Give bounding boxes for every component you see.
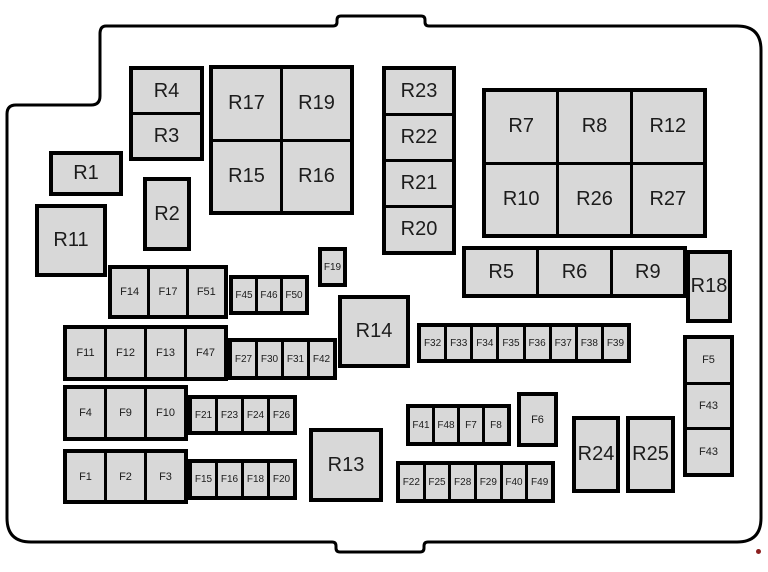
fuse-F22: F22: [400, 465, 423, 499]
fuse-F14: F14: [112, 269, 148, 315]
fuse-F47: F47: [187, 329, 224, 377]
fuse-F2: F2: [107, 453, 144, 500]
fuse-row-f1-f3: F1 F2 F3: [63, 449, 188, 504]
fuse-F23: F23: [218, 399, 241, 431]
relay-R22: R22: [386, 116, 452, 159]
fuse-F33: F33: [447, 327, 471, 359]
fuse-F20: F20: [270, 463, 293, 496]
fuse-F16: F16: [218, 463, 241, 496]
fuse-F13: F13: [147, 329, 184, 377]
fuse-F1: F1: [67, 453, 104, 500]
relay-R23: R23: [386, 70, 452, 113]
fuse-F19: F19: [318, 247, 347, 287]
relay-R15: R15: [213, 141, 280, 211]
relay-R6: R6: [539, 250, 610, 294]
relay-R9: R9: [612, 250, 683, 294]
relay-R3: R3: [133, 115, 200, 157]
fuse-F51: F51: [188, 269, 224, 315]
fuse-F46: F46: [258, 279, 280, 311]
fuse-F6: F6: [517, 392, 558, 447]
relay-block-r17-r16: R17 R19 R15 R16: [209, 65, 354, 215]
fuse-F17: F17: [150, 269, 186, 315]
fuse-F3: F3: [147, 453, 184, 500]
relay-R1: R1: [49, 151, 123, 196]
relay-R20: R20: [386, 208, 452, 251]
relay-R25: R25: [626, 416, 675, 493]
relay-R2: R2: [143, 177, 191, 251]
fuse-F12: F12: [107, 329, 144, 377]
relay-R24: R24: [572, 416, 620, 493]
relay-R19: R19: [283, 69, 350, 139]
fuse-F43-a: F43: [687, 384, 730, 428]
fuse-F42: F42: [310, 342, 333, 376]
red-marker-dot: [756, 549, 761, 554]
relay-R8: R8: [559, 92, 630, 162]
fuse-F4: F4: [67, 389, 104, 437]
fuse-F40: F40: [502, 465, 526, 499]
fuse-F48: F48: [435, 408, 457, 442]
relay-row-r5-r9: R5 R6 R9: [462, 246, 687, 298]
fuse-row-f21-f26: F21 F23 F24 F26: [188, 395, 297, 435]
fuse-F9: F9: [107, 389, 144, 437]
fuse-F24: F24: [244, 399, 267, 431]
fuse-F41: F41: [410, 408, 432, 442]
relay-R7: R7: [486, 92, 557, 162]
relay-R10: R10: [486, 164, 557, 234]
relay-column-r23-r20: R23 R22 R21 R20: [382, 66, 456, 255]
fuse-F7: F7: [460, 408, 482, 442]
fuse-F28: F28: [451, 465, 474, 499]
fuse-row-f32-f39: F32 F33 F34 F35 F36 F37 F38 F39: [417, 323, 631, 363]
relay-block-r4-r3: R4 R3: [129, 66, 204, 161]
relay-R16: R16: [283, 141, 350, 211]
fuse-row-f41-f8: F41 F48 F7 F8: [406, 404, 511, 446]
fuse-F25: F25: [425, 465, 449, 499]
fuse-F30: F30: [258, 342, 281, 376]
relay-R17: R17: [213, 69, 280, 139]
fuse-F15: F15: [192, 463, 215, 496]
relay-R18: R18: [686, 250, 732, 323]
fuse-F49: F49: [528, 465, 551, 499]
fuse-F8: F8: [485, 408, 507, 442]
fuse-row-f11-f47: F11 F12 F13 F47: [63, 325, 228, 381]
relay-R21: R21: [386, 162, 452, 205]
fuse-F27: F27: [232, 342, 255, 376]
fuse-F5: F5: [687, 339, 730, 382]
fuse-row-f22-f49: F22 F25 F28 F29 F40 F49: [396, 461, 555, 503]
fuse-F50: F50: [283, 279, 305, 311]
relay-block-r7-r27: R7 R8 R12 R10 R26 R27: [482, 88, 707, 238]
fuse-F32: F32: [421, 327, 445, 359]
fuse-F45: F45: [233, 279, 255, 311]
fuse-F36: F36: [525, 327, 549, 359]
fuse-row-f15-f20: F15 F16 F18 F20: [188, 459, 297, 500]
relay-R4: R4: [133, 70, 200, 112]
fuse-row-f4-f10: F4 F9 F10: [63, 385, 188, 441]
fuse-F29: F29: [476, 465, 500, 499]
fuse-row-f45-f50: F45 F46 F50: [229, 275, 309, 315]
fuse-column-f5-f43: F5 F43 F43: [683, 335, 734, 477]
relay-R11: R11: [35, 204, 107, 277]
fuse-row-f14-f51: F14 F17 F51: [108, 265, 228, 319]
fuse-F11: F11: [67, 329, 104, 377]
fuse-F26: F26: [270, 399, 293, 431]
fuse-F21: F21: [192, 399, 215, 431]
fuse-F39: F39: [603, 327, 627, 359]
relay-R12: R12: [632, 92, 703, 162]
relay-R26: R26: [559, 164, 630, 234]
relay-R27: R27: [632, 164, 703, 234]
fuse-F37: F37: [551, 327, 575, 359]
fuse-F18: F18: [244, 463, 267, 496]
relay-R13: R13: [309, 428, 383, 502]
fuse-F34: F34: [473, 327, 497, 359]
fuse-F35: F35: [499, 327, 523, 359]
fuse-row-f27-f42: F27 F30 F31 F42: [228, 338, 337, 380]
fuse-F31: F31: [284, 342, 307, 376]
fuse-F43-b: F43: [687, 430, 730, 473]
fuse-F10: F10: [147, 389, 184, 437]
relay-R14: R14: [338, 295, 410, 368]
fuse-F38: F38: [577, 327, 601, 359]
relay-R5: R5: [466, 250, 537, 294]
